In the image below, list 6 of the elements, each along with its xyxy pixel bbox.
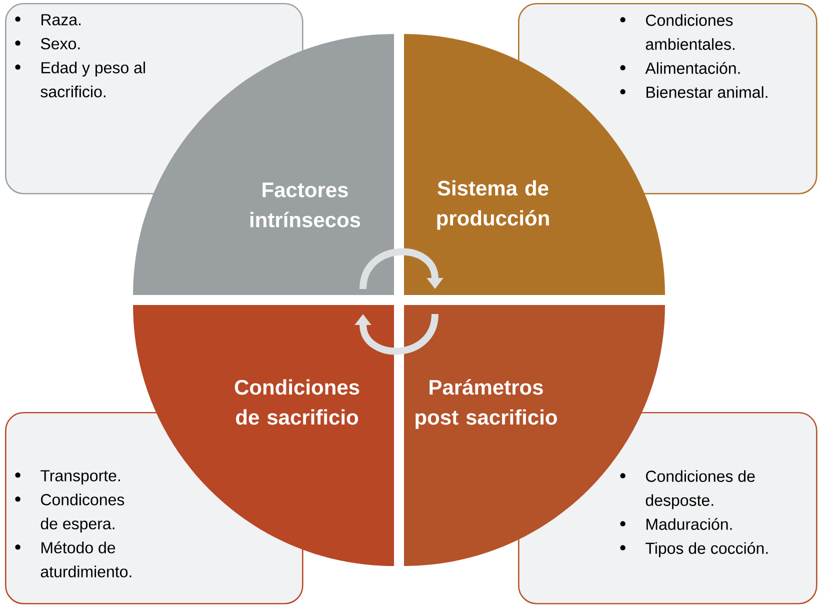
quadrant-sector: Condiciones de sacrificio: [133, 305, 394, 566]
bullet-item: Método de aturdimiento.: [15, 541, 132, 578]
bullet-item: Transporte.: [15, 470, 120, 485]
bullet-item: Sexo.: [15, 38, 80, 50]
bullet-item: Raza.: [15, 14, 81, 26]
bullet-item: Condicones de espera.: [15, 494, 124, 533]
